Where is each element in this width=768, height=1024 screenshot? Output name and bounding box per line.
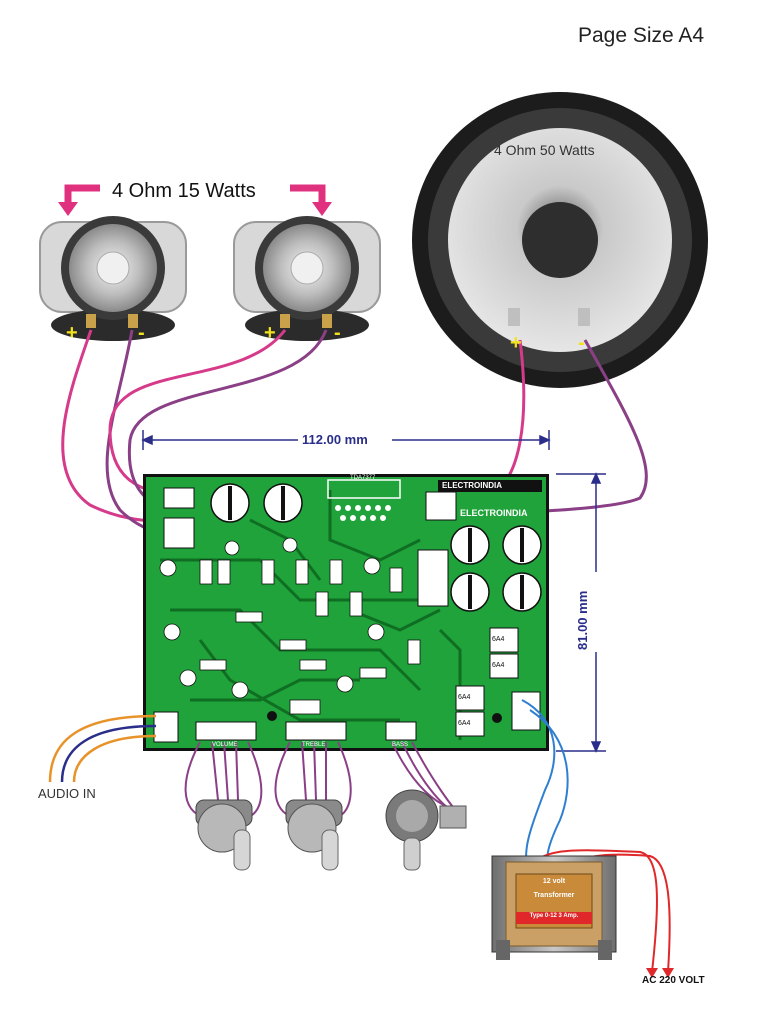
- pcb-bass-label: BASS: [392, 742, 409, 748]
- pcb-treble-label: TREBLE: [302, 742, 326, 748]
- pcb-volume-label: VOLUME: [212, 742, 238, 748]
- pcb-fuse-2: 6A4: [492, 662, 505, 669]
- tweeter-speaker-left: [39, 216, 187, 341]
- pcb-brand-top: ELECTROINDIA: [442, 481, 502, 490]
- audio-in-wires: [48, 714, 157, 783]
- volume-pot: [195, 799, 253, 871]
- pcb-ic-label: TDA7377: [350, 475, 376, 481]
- transformer-line-1: 12 volt: [542, 878, 566, 885]
- woofer-minus: -: [578, 332, 585, 354]
- transformer-line-2: Transformer: [533, 892, 575, 899]
- bass-pot: [385, 789, 467, 871]
- pcb-height-dimension: 81.00 mm: [575, 590, 590, 650]
- pcb-fuse-3: 6A4: [458, 694, 471, 701]
- pcb-brand: ELECTROINDIA: [460, 508, 528, 518]
- tweeter-left-minus: -: [138, 322, 145, 344]
- pcb-width-dimension: 112.00 mm: [302, 432, 368, 447]
- ac-power-label: AC 220 VOLT: [642, 975, 705, 986]
- pcb-fuse-1: 6A4: [492, 636, 505, 643]
- woofer-speaker: [412, 92, 708, 388]
- transformer-line-3: Type 0-12 3 Amp.: [529, 913, 579, 919]
- tweeter-arrows: [58, 184, 332, 216]
- woofer-plus: +: [510, 332, 522, 354]
- dimension-lines: [141, 430, 606, 753]
- tweeter-left-plus: +: [66, 322, 78, 344]
- amplifier-pcb: [143, 474, 549, 751]
- audio-in-label: AUDIO IN: [38, 786, 96, 801]
- transformer: [491, 855, 617, 960]
- treble-pot: [285, 799, 343, 871]
- woofer-rating-label: 4 Ohm 50 Watts: [494, 142, 595, 158]
- tweeter-right-minus: -: [334, 322, 341, 344]
- tweeter-rating-label: 4 Ohm 15 Watts: [112, 180, 256, 202]
- pcb-fuse-4: 6A4: [458, 720, 471, 727]
- tweeter-speaker-right: [233, 216, 381, 341]
- tweeter-right-plus: +: [264, 322, 276, 344]
- page-size-label: Page Size A4: [578, 24, 705, 47]
